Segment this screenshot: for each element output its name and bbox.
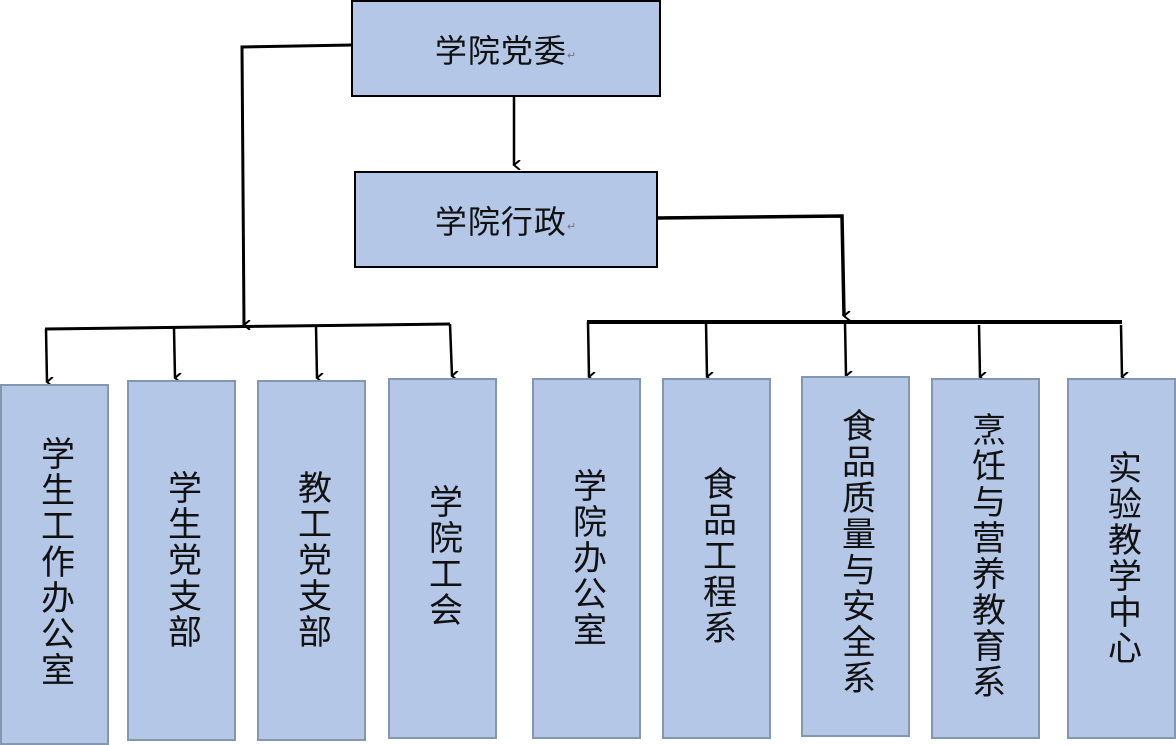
- paragraph-mark-icon: ↵: [566, 220, 578, 233]
- edge-party-1: [172, 327, 175, 378]
- node-label: 学生工作办公室: [34, 436, 75, 688]
- edge-root-party: [240, 43, 353, 325]
- node-cooking-nutrition-dept: 烹饪与营养教育系: [931, 378, 1040, 739]
- party-bus: [44, 322, 451, 331]
- node-label: 教工党支部: [291, 470, 332, 650]
- node-label: 实验教学中心: [1101, 450, 1142, 666]
- node-label: 食品工程系: [696, 466, 737, 646]
- edge-admin-2: [843, 321, 846, 376]
- node-label: 学院工会: [422, 484, 463, 628]
- node-student-party-branch: 学生党支部: [127, 380, 236, 741]
- edge-party-3: [448, 323, 452, 376]
- edge-admin-1: [704, 321, 707, 377]
- edge-admin-3: [977, 324, 980, 377]
- edge-party-2: [314, 325, 317, 378]
- node-label: 学院行政: [434, 202, 567, 241]
- node-food-engineering-dept: 食品工程系: [662, 378, 771, 739]
- node-faculty-party-branch: 教工党支部: [257, 380, 366, 741]
- node-college-office: 学院办公室: [532, 378, 641, 739]
- node-experimental-teaching-center: 实验教学中心: [1067, 378, 1176, 739]
- node-college-administration: 学院行政↵: [354, 171, 658, 268]
- node-label: 学院党委: [434, 31, 567, 70]
- edge-admin-units: [656, 214, 844, 316]
- node-label: 学院办公室: [566, 468, 607, 648]
- node-college-union: 学院工会: [388, 378, 497, 739]
- node-label: 烹饪与营养教育系: [965, 412, 1006, 700]
- node-student-affairs-office: 学生工作办公室: [0, 384, 109, 745]
- node-label: 学生党支部: [161, 470, 202, 650]
- node-food-quality-safety-dept: 食品质量与安全系: [801, 376, 910, 737]
- node-label: 食品质量与安全系: [835, 408, 876, 696]
- edge-admin-4: [1119, 324, 1122, 377]
- edge-party-0: [44, 328, 47, 382]
- edge-admin-0: [586, 321, 589, 377]
- paragraph-mark-icon: ↵: [566, 49, 578, 62]
- node-root-party-committee: 学院党委↵: [351, 0, 661, 97]
